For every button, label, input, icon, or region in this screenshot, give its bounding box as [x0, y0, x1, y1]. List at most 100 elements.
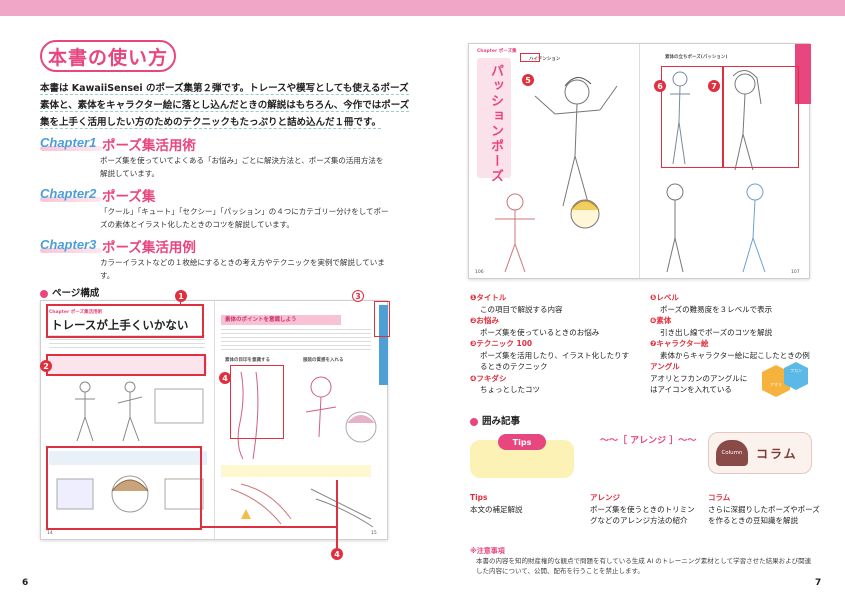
legend-desc: アオリとフカンのアングルにはアイコンを入れている: [650, 373, 748, 395]
sample-r-pose-1: [534, 77, 618, 207]
callout-number-7: 7: [708, 80, 720, 92]
box-item-tips: Tips 本文の補足解説: [470, 492, 580, 515]
callout-box-4a: [230, 365, 284, 439]
legend-term: キャラクター絵: [656, 339, 709, 348]
callout-number-3: 3: [352, 290, 364, 302]
chapter3-desc: カラーイラストなどの１枚絵にするときの考え方やテクニックを実例で解説しています。: [100, 258, 385, 280]
arrange-label: 〜〜［ アレンジ ］〜〜: [600, 436, 697, 446]
note-heading: ※注意事項: [470, 547, 505, 555]
chapter-underline: [40, 197, 102, 202]
page-title: 本書の使い方: [40, 40, 176, 72]
callout-box-5: [520, 53, 540, 62]
callout-number-6: 6: [654, 80, 666, 92]
callout-line: [180, 302, 181, 306]
top-color-band: [0, 0, 845, 16]
callout-number-1: 1: [175, 290, 187, 302]
sample-r-page-left: 106: [475, 270, 484, 275]
intro-text: 本書は KawaiiSensei のポーズ集第２弾です。トレースや模写としても使…: [40, 80, 412, 131]
sample-r-side-tab: [795, 44, 811, 104]
page-fold: [214, 301, 215, 539]
column-title: コラム: [756, 447, 798, 461]
angle-fukan-label: フカン: [790, 368, 802, 373]
sample-right-figures: [237, 371, 377, 460]
chapter-underline: [40, 248, 102, 253]
sample-tech2: 服装の質感を入れる: [303, 358, 344, 363]
legend-left: ❶タイトル この項目で解説する内容 ❷お悩み ポーズ集を使っているときのお悩み …: [470, 292, 635, 396]
legend-item: ❸テクニック 100: [470, 338, 635, 350]
sample-heading: トレースが上手くいかない: [51, 318, 189, 332]
callout-box-7: [723, 66, 799, 168]
chapter1-title: ポーズ集活用術: [102, 138, 196, 154]
column-tag: Column: [716, 440, 748, 466]
legend-item: アングル: [650, 361, 820, 373]
sample-page-left: 14: [47, 531, 53, 536]
chapter1-label: Chapter1: [40, 135, 97, 150]
chapter2-label: Chapter2: [40, 186, 97, 201]
sample-character-drawing: [56, 475, 204, 513]
bullet-dot-icon: [40, 289, 48, 298]
legend-desc: ポーズ集を活用したり、イラスト化したりするときのテクニック: [480, 350, 630, 372]
sample-leg-figures: [230, 483, 374, 528]
box-item-term: アレンジ: [590, 493, 620, 502]
legend-item: ❹フキダシ: [470, 373, 635, 385]
sample-right-heading: 素体のポイントを意識しよう: [221, 315, 341, 325]
callout-box-4b: [46, 446, 202, 530]
section-heading-text: 囲み記事: [482, 416, 521, 427]
chapter-underline: [40, 146, 102, 151]
callout-number-4b: 4: [331, 548, 343, 560]
tips-tag: Tips: [498, 434, 546, 450]
legend-desc: ポーズの難易度を３レベルで表示: [660, 304, 773, 314]
sample-side-tab: [379, 305, 388, 385]
chapter2-desc: 「クール」「キュート」「セクシー」「パッション」の４つにカテゴリー分けをしてポー…: [100, 207, 389, 229]
box-item-desc: 本文の補足解説: [470, 504, 523, 514]
box-item-desc: さらに深掘りしたポーズやポーズを作るときの豆知識を解説: [708, 504, 820, 526]
sample-page-right: 15: [371, 531, 377, 536]
legend-desc: 引き出し線でポーズのコツを解説: [660, 327, 773, 337]
legend-num: ❹: [470, 373, 477, 383]
legend-item: ❷お悩み: [470, 315, 635, 327]
legend-term: レベル: [656, 293, 679, 302]
sample-sub2: 素体の立ちポーズ(パッション): [665, 55, 728, 60]
section-heading-page-structure: ページ構成: [40, 285, 99, 299]
legend-item: ❶タイトル: [470, 292, 635, 304]
legend-term: アングル: [650, 362, 680, 371]
vertical-title: パッションポーズ: [488, 64, 503, 184]
bullet-dot-icon: [470, 417, 478, 426]
angle-icons: [762, 362, 808, 397]
legend-desc: ちょっとしたコツ: [480, 385, 540, 394]
box-item-term: コラム: [708, 493, 731, 502]
callout-number-2: 2: [40, 360, 52, 372]
callout-number-5: 5: [522, 74, 534, 86]
callout-box-1: [46, 304, 204, 338]
sample-note-box: [221, 465, 371, 477]
sample-r-pose-4: [666, 183, 766, 273]
sample-tech1: 素体の目印を意識する: [225, 358, 270, 363]
legend-right: ❺レベル ポーズの難易度を３レベルで表示 ❻素体 引き出し線でポーズのコツを解説…: [650, 292, 820, 396]
chapter1-desc: ポーズ集を使っていてよくある「お悩み」ごとに解決方法と、ポーズ集の活用方法を解説…: [100, 156, 384, 178]
chapter3-title: ポーズ集活用例: [102, 240, 196, 256]
legend-term: 素体: [656, 316, 672, 325]
angle-aori-label: アオリ: [770, 382, 782, 387]
legend-term: テクニック 100: [476, 339, 533, 348]
legend-item: ❼キャラクター絵: [650, 338, 820, 350]
legend-num: ❶: [470, 293, 477, 302]
sample-body-lines: [49, 335, 205, 349]
box-item-desc: ポーズ集を使うときのトリミングなどのアレンジ方法の紹介: [590, 504, 695, 526]
page-number-left: 6: [22, 578, 29, 588]
callout-line: [202, 526, 336, 528]
sample-tip-box: [49, 451, 207, 465]
callout-box-2: [46, 354, 206, 376]
legend-term: タイトル: [476, 293, 507, 302]
callout-number-4a: 4: [219, 372, 231, 384]
legend-item: ❻素体: [650, 315, 820, 327]
legend-term: お悩み: [476, 316, 499, 325]
legend-desc: ポーズ集を使っているときのお悩み: [480, 327, 600, 337]
chapter2-title: ポーズ集: [102, 189, 156, 205]
legend-desc: 素体からキャラクター絵に起こしたときの例: [660, 350, 810, 360]
legend-num: ❸: [470, 339, 477, 348]
legend-num: ❺: [650, 293, 657, 302]
legend-item: ❺レベル: [650, 292, 820, 304]
vertical-title-bg: [477, 58, 511, 178]
intro-paragraph: 本書は KawaiiSensei のポーズ集第２弾です。トレースや模写としても使…: [40, 83, 410, 129]
aori-cube-icon: [762, 365, 790, 397]
